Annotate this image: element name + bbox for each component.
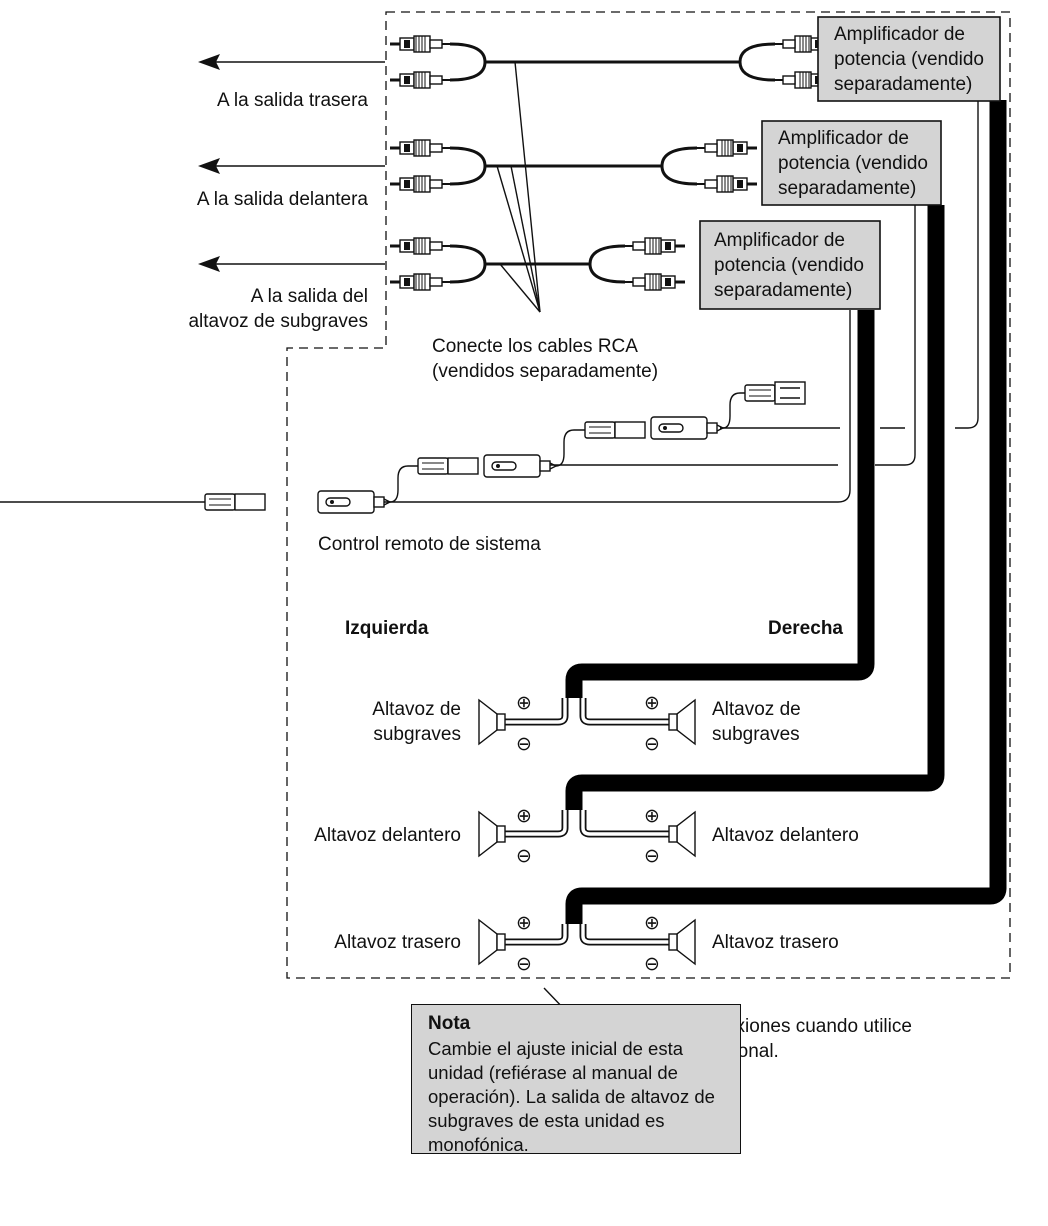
plus-icon: ⊕ [644,805,660,827]
amp-front-line1: Amplificador de [778,128,909,149]
optional-connections-boundary [286,11,1011,979]
minus-icon: ⊖ [644,733,660,755]
remote-wire-front [875,205,916,466]
label-front-speaker-right: Altavoz delantero [712,825,859,846]
plus-icon: ⊕ [644,692,660,714]
minus-icon: ⊖ [644,953,660,975]
label-sub-speaker-left-2: subgraves [373,724,461,745]
arrow-rear-output [198,54,385,70]
label-front-speaker-left: Altavoz delantero [314,825,461,846]
label-rear-output: A la salida trasera [217,90,368,111]
plus-icon: ⊕ [516,805,532,827]
label-sub-speaker-left-1: Altavoz de [372,699,461,720]
arrow-front-output [198,158,385,174]
minus-icon: ⊖ [516,953,532,975]
plus-icon: ⊕ [516,912,532,934]
minus-icon: ⊖ [516,845,532,867]
system-remote-cable [0,381,806,514]
label-left: Izquierda [345,618,429,639]
rca-cable-front [388,138,757,194]
arrow-sub-output [198,256,385,272]
rca-callout-lines [496,61,541,313]
speaker-left-sub-icon [478,699,506,745]
speaker-right-rear-icon [669,920,695,964]
label-rear-speaker-left: Altavoz trasero [334,932,461,953]
speaker-group-front: ⊕ ⊖ ⊕ ⊖ [478,805,695,867]
speaker-left-rear-icon [478,919,506,965]
amp-rear-line1: Amplificador de [834,24,965,45]
subwoofer-speaker-cable [565,310,875,698]
label-sub-output-1: A la salida del [251,286,368,307]
remote-wire-rear [955,100,979,429]
label-sub-output-2: altavoz de subgraves [188,311,368,332]
plus-icon: ⊕ [516,692,532,714]
amp-rear-line3: separadamente) [834,74,972,95]
label-rear-speaker-right: Altavoz trasero [712,932,839,953]
front-speaker-cable [565,205,945,810]
amp-rear-line2: potencia (vendido [834,49,984,70]
label-sub-speaker-right-2: subgraves [712,724,800,745]
minus-icon: ⊖ [516,733,532,755]
speaker-right-sub-icon [669,700,695,744]
amp-sub-line2: potencia (vendido [714,255,864,276]
speaker-right-front-icon [669,812,695,856]
plus-icon: ⊕ [644,912,660,934]
amplifier-box-subwoofer: Amplificador de potencia (vendido separa… [699,220,881,310]
label-right: Derecha [768,618,843,639]
label-rca-2: (vendidos separadamente) [432,361,658,382]
label-front-output: A la salida delantera [197,189,369,210]
note-text: Cambie el ajuste inicial de esta unidad … [428,1038,715,1155]
amp-front-line2: potencia (vendido [778,153,928,174]
speaker-group-rear: ⊕ ⊖ ⊕ ⊖ [478,912,695,975]
amplifier-box-front: Amplificador de potencia (vendido separa… [761,120,942,206]
note-title: Nota [428,1013,471,1034]
amp-front-line3: separadamente) [778,178,916,199]
rca-cable-rear [388,34,835,90]
rear-speaker-cable [565,100,1007,924]
amp-sub-line1: Amplificador de [714,230,845,251]
rca-cable-subwoofer [388,236,685,292]
label-sub-speaker-right-1: Altavoz de [712,699,801,720]
speaker-group-subwoofer: ⊕ ⊖ ⊕ ⊖ [478,692,695,755]
label-rca-1: Conecte los cables RCA [432,336,638,357]
label-system-remote: Control remoto de sistema [318,534,541,555]
minus-icon: ⊖ [644,845,660,867]
remote-wire-sub [380,310,851,503]
note-box: Nota Cambie el ajuste inicial de esta un… [411,1004,741,1155]
amp-sub-line3: separadamente) [714,280,852,301]
speaker-left-front-icon [478,811,506,857]
amplifier-box-rear: Amplificador de potencia (vendido separa… [817,16,1001,102]
